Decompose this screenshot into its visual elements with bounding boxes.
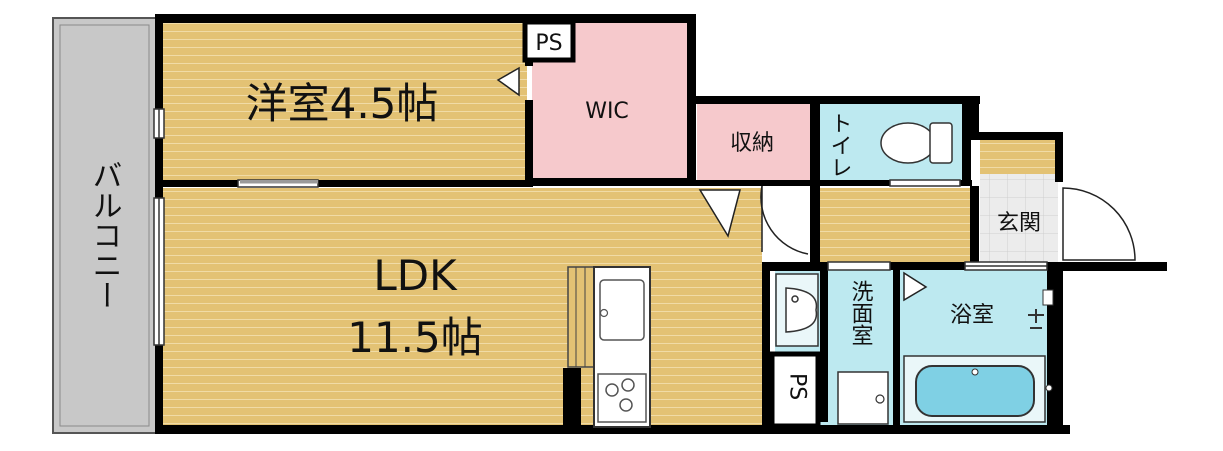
ldk-floor [162, 188, 762, 426]
western-room-label: 洋室4.5帖 [246, 79, 439, 128]
balcony-label: バルコニー [87, 160, 122, 310]
hall-floor [820, 188, 972, 263]
washbasin-icon [775, 273, 819, 347]
storage-label: 収納 [730, 131, 774, 156]
ps-bottom-label: PS [785, 373, 810, 400]
balcony [52, 17, 157, 434]
walls [155, 14, 1167, 434]
ps-top-label: PS [535, 31, 562, 56]
ps-box-top [522, 19, 576, 63]
ps-box-bottom [769, 351, 821, 429]
entrance-step [980, 140, 1058, 174]
windows [153, 108, 1048, 346]
toilet-icon [880, 122, 953, 164]
bathroom-label: 浴室 [950, 303, 994, 328]
washing-machine-pan [837, 371, 889, 425]
entrance-label: 玄関 [997, 211, 1041, 236]
storage-floor [697, 103, 810, 181]
ldk-name-label: LDK [373, 251, 458, 300]
bathtub-icon [903, 289, 1054, 423]
western-room-floor [162, 22, 527, 182]
wic-label: WIC [585, 99, 629, 124]
washroom-label: 洗面室 [848, 280, 874, 346]
kitchen-counter [567, 266, 651, 428]
ldk-size-label: 11.5帖 [347, 313, 483, 362]
doors [496, 66, 1136, 302]
toilet-label: トイレ [827, 112, 852, 178]
